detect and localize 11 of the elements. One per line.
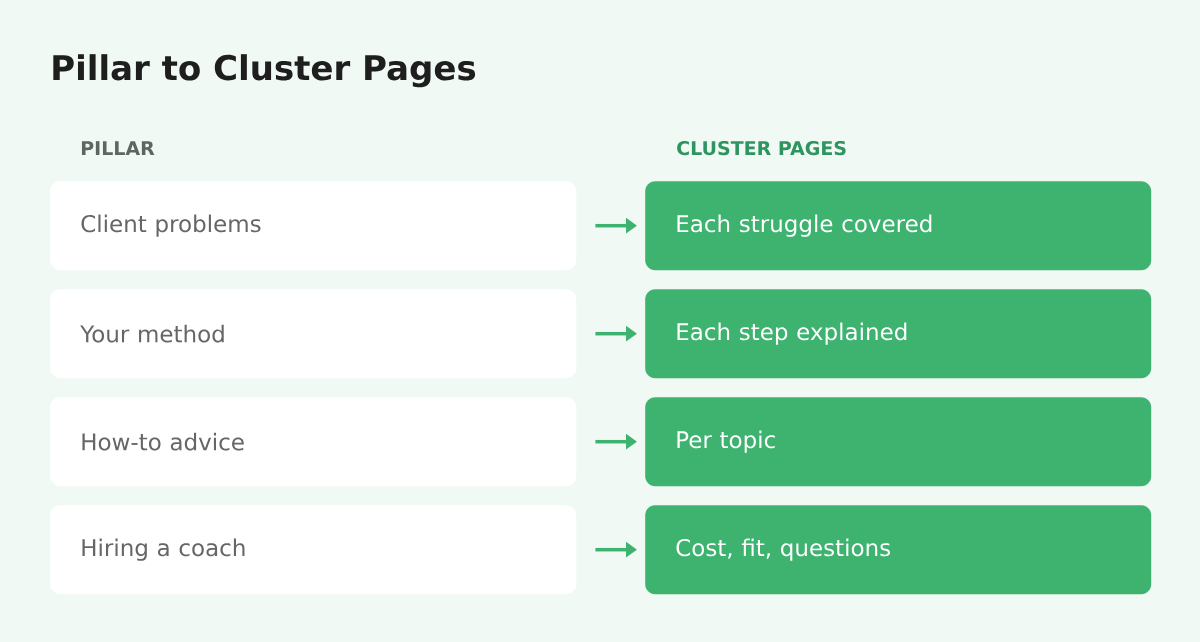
pillar-card: How-to advice (50, 397, 577, 487)
cluster-card: Each struggle covered (645, 181, 1152, 271)
column-heading: PILLAR (81, 141, 155, 155)
cluster-card: Each step explained (645, 289, 1152, 379)
cluster-card: Per topic (645, 397, 1152, 487)
title: Pillar to Cluster Pages (53, 54, 476, 88)
pillar-card: Client problems (50, 181, 577, 271)
column-heading: CLUSTER PAGES (677, 140, 846, 156)
pillar-card: Hiring a coach (50, 505, 577, 595)
pillar-card: Your method (50, 289, 577, 379)
cluster-card: Cost, fit, questions (645, 505, 1152, 595)
